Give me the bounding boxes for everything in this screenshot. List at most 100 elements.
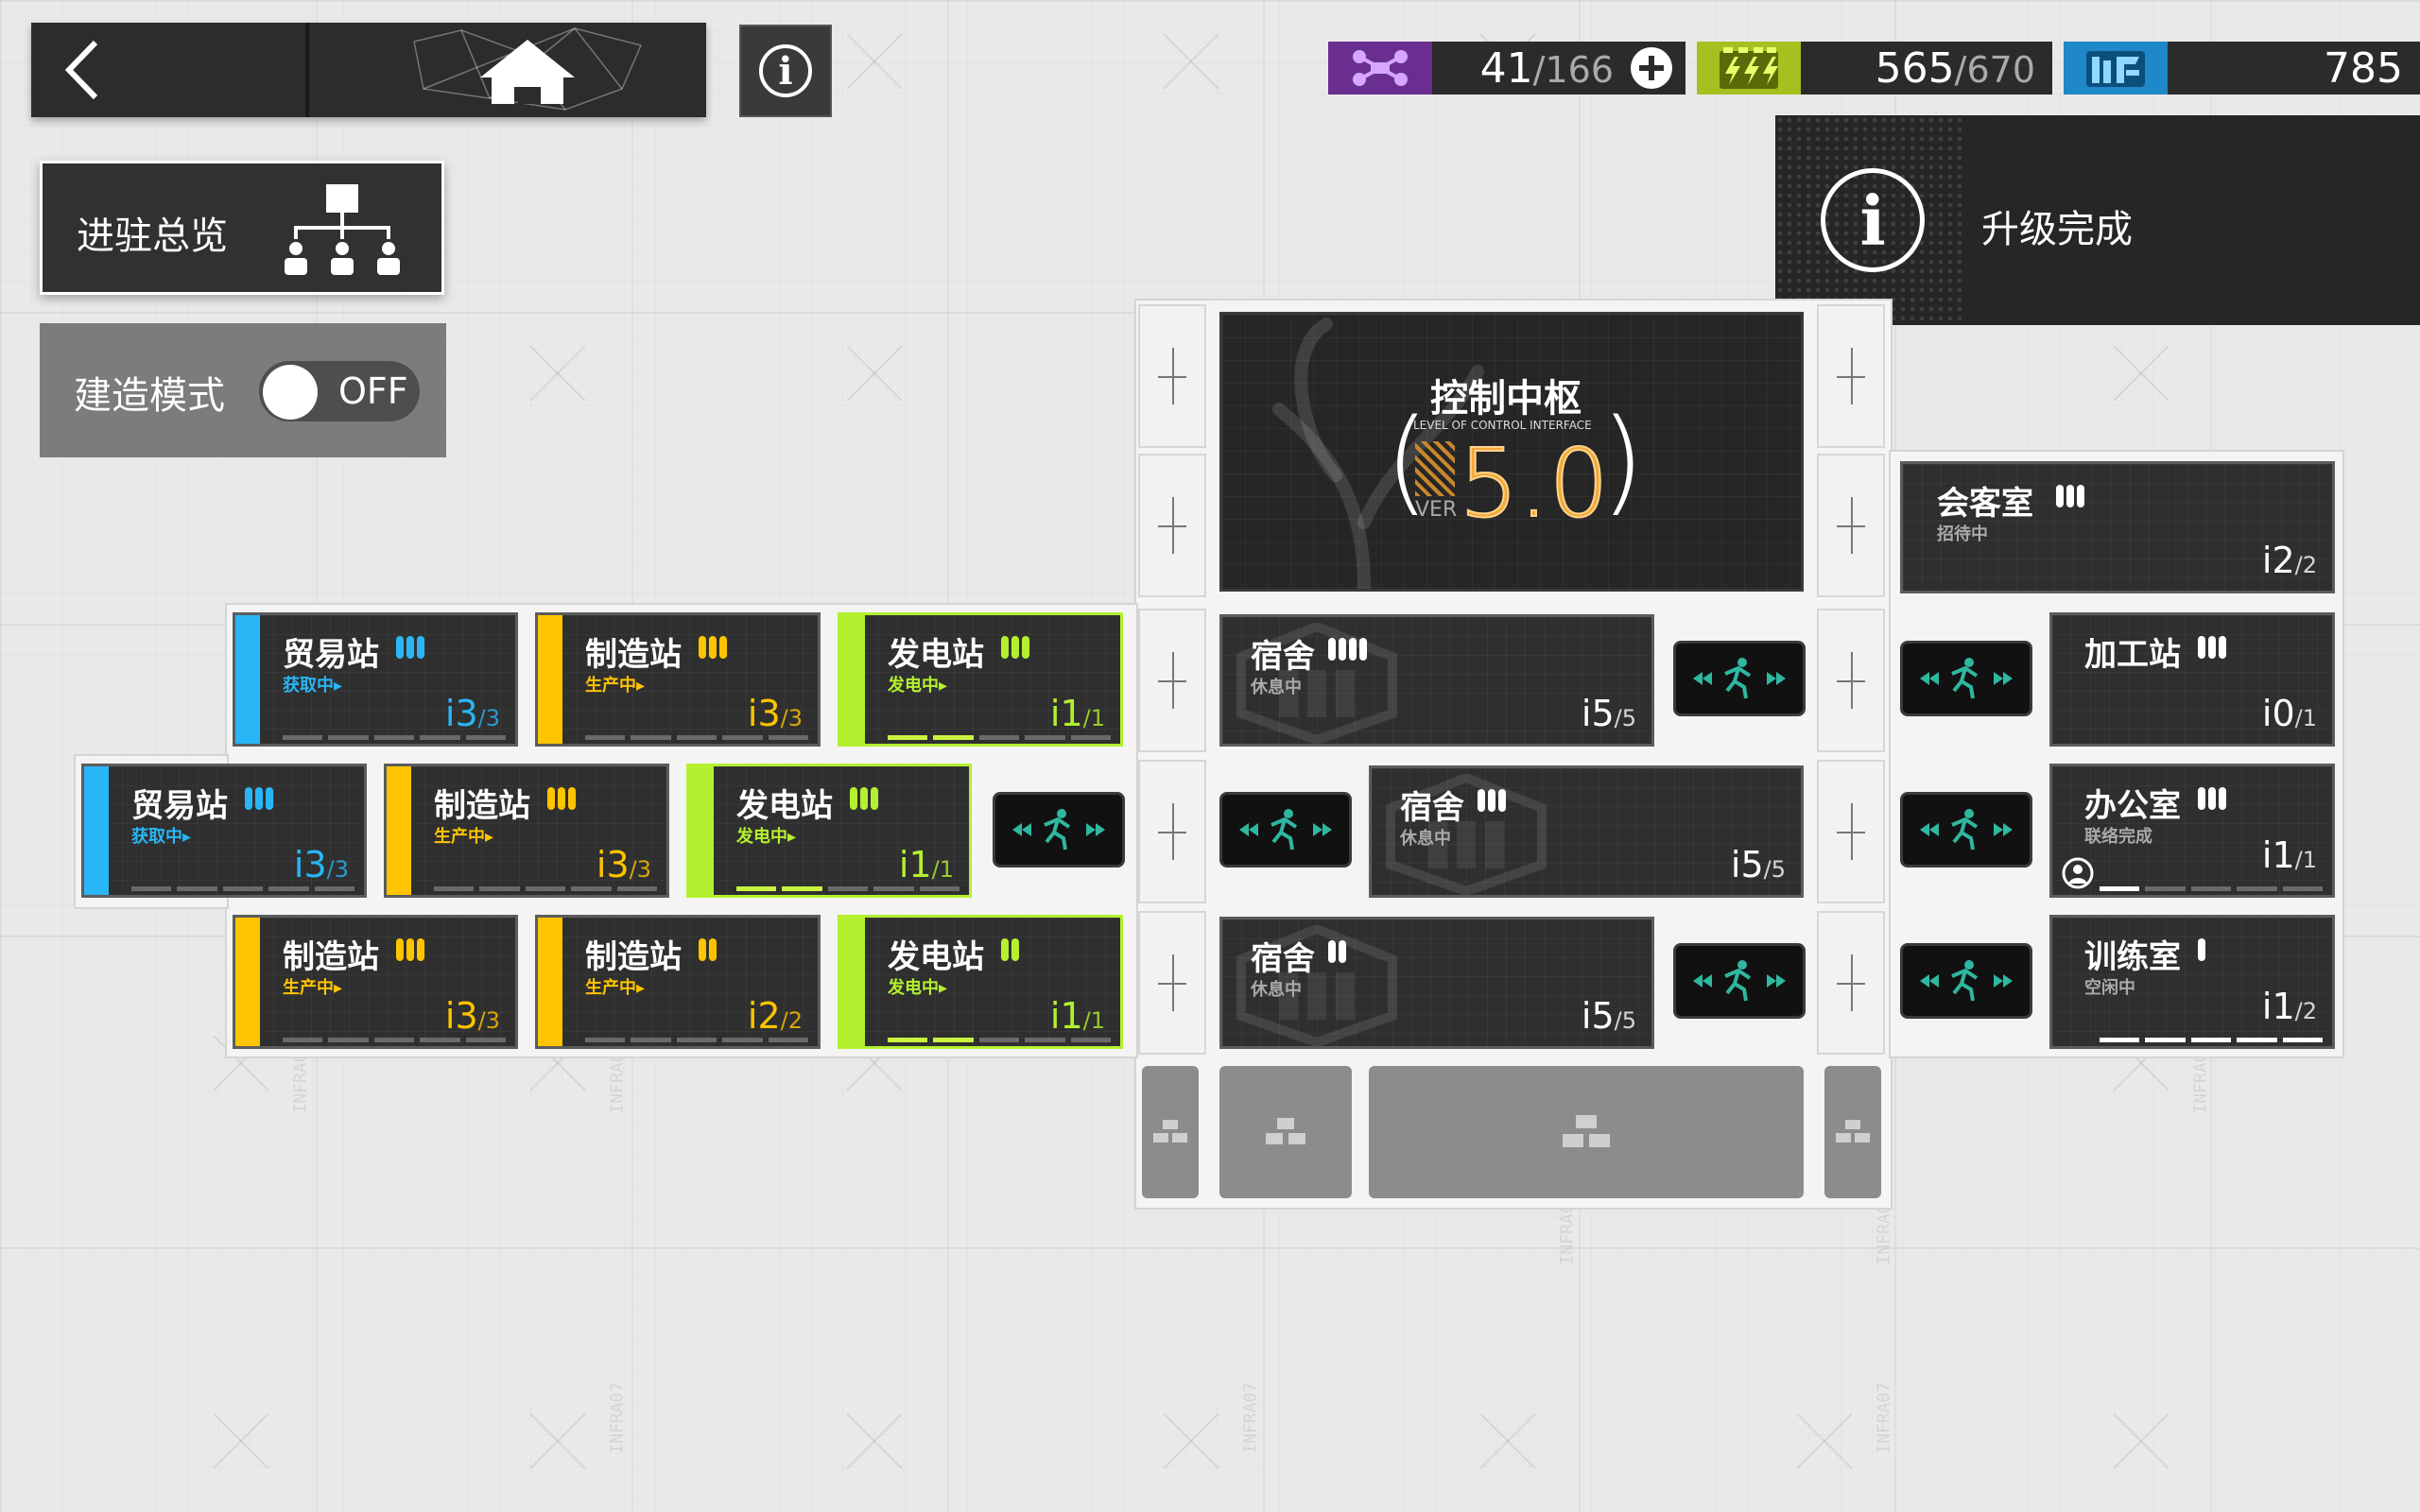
room-name: 制造站 bbox=[283, 938, 379, 976]
back-button[interactable] bbox=[31, 23, 305, 117]
corridor-slot[interactable] bbox=[1138, 760, 1206, 903]
bracket-right: ) bbox=[1600, 396, 1645, 527]
room-name: 贸易站 bbox=[283, 636, 379, 674]
running-person-icon bbox=[1693, 960, 1786, 1002]
drone-resource[interactable]: 41/166 bbox=[1328, 42, 1685, 94]
progress-bars bbox=[888, 735, 1112, 740]
stairwell[interactable] bbox=[1900, 641, 2032, 716]
corridor-slot[interactable] bbox=[1817, 609, 1885, 752]
trade-post-room[interactable]: 贸易站 获取中▸ i3/3 bbox=[81, 764, 367, 898]
room-color-stripe bbox=[538, 615, 562, 744]
empty-build-slot[interactable] bbox=[1824, 1066, 1881, 1198]
room-name: 宿舍 bbox=[1400, 789, 1464, 827]
stairwell[interactable] bbox=[1219, 792, 1352, 868]
power-plant-room[interactable]: 发电站 发电中▸ i1/1 bbox=[838, 612, 1123, 747]
empty-build-slot[interactable] bbox=[1369, 1066, 1804, 1198]
room-status: 联络完成 bbox=[2084, 827, 2152, 847]
build-bricks-icon bbox=[1153, 1120, 1187, 1143]
empty-build-slot[interactable] bbox=[1219, 1066, 1352, 1198]
stairwell[interactable] bbox=[1900, 943, 2032, 1019]
dormitory-room[interactable]: 宿舍 休息中 i5/5 bbox=[1219, 614, 1654, 747]
room-status: 发电中▸ bbox=[736, 827, 797, 847]
build-mode-toggle[interactable]: OFF bbox=[259, 361, 420, 421]
office-room[interactable]: 办公室 联络完成 i1/1 bbox=[2049, 764, 2335, 898]
training-room[interactable]: 训练室 空闲中 i1/2 bbox=[2049, 915, 2335, 1049]
stairwell[interactable] bbox=[1673, 943, 1806, 1019]
power-plant-room[interactable]: 发电站 发电中▸ i1/1 bbox=[686, 764, 972, 898]
plus-icon bbox=[1639, 56, 1664, 80]
worker-pips bbox=[1328, 940, 1346, 963]
drone-icon bbox=[1328, 42, 1432, 94]
worker-pips bbox=[396, 636, 424, 659]
station-overview-button[interactable]: 进驻总览 bbox=[40, 161, 444, 295]
room-capacity: i3/3 bbox=[444, 693, 500, 734]
control-center-room[interactable]: 控制中枢 LEVEL OF CONTROL INTERFACE ( ) VER … bbox=[1219, 312, 1804, 592]
dormitory-room[interactable]: 宿舍 休息中 i5/5 bbox=[1369, 765, 1804, 898]
reception-room[interactable]: 会客室 招待中 i2/2 bbox=[1900, 461, 2335, 593]
toggle-state: OFF bbox=[338, 370, 408, 412]
stairwell[interactable] bbox=[993, 792, 1125, 868]
room-status: 生产中▸ bbox=[585, 676, 646, 696]
stairwell[interactable] bbox=[1900, 792, 2032, 868]
home-button[interactable] bbox=[390, 23, 665, 117]
worker-pips bbox=[2198, 636, 2226, 659]
toggle-knob bbox=[263, 365, 318, 420]
room-capacity: i1/1 bbox=[898, 844, 954, 885]
corridor-slot[interactable] bbox=[1138, 304, 1206, 448]
room-capacity: i1/2 bbox=[2261, 986, 2317, 1027]
running-person-icon bbox=[1920, 658, 2013, 699]
worker-pips bbox=[245, 787, 273, 810]
material-resource[interactable]: 785 bbox=[2064, 42, 2420, 94]
power-resource[interactable]: 565/670 bbox=[1697, 42, 2052, 94]
add-drone-button[interactable] bbox=[1631, 47, 1672, 89]
room-capacity: i3/3 bbox=[293, 844, 349, 885]
worker-pips bbox=[2198, 787, 2226, 810]
room-capacity: i2/2 bbox=[2261, 540, 2317, 581]
room-status: 休息中 bbox=[1251, 980, 1302, 1000]
room-capacity: i1/1 bbox=[2261, 834, 2317, 876]
empty-build-slot[interactable] bbox=[1142, 1066, 1199, 1198]
worker-pips bbox=[850, 787, 878, 810]
room-capacity: i1/1 bbox=[1049, 995, 1105, 1037]
dorm-emblem bbox=[1236, 925, 1397, 1046]
build-bricks-icon bbox=[1266, 1118, 1305, 1144]
progress-bars bbox=[585, 1038, 809, 1042]
running-person-icon bbox=[1012, 809, 1105, 850]
power-plant-room[interactable]: 发电站 发电中▸ i1/1 bbox=[838, 915, 1123, 1049]
running-person-icon bbox=[1920, 809, 2013, 850]
corridor-slot[interactable] bbox=[1138, 454, 1206, 597]
corridor-slot[interactable] bbox=[1817, 304, 1885, 448]
running-person-icon bbox=[1239, 809, 1332, 850]
corridor-slot[interactable] bbox=[1817, 760, 1885, 903]
progress-bars bbox=[2100, 1038, 2324, 1042]
room-status: 获取中▸ bbox=[283, 676, 343, 696]
room-capacity: i3/3 bbox=[444, 995, 500, 1037]
room-capacity: i3/3 bbox=[747, 693, 803, 734]
factory-room[interactable]: 制造站 生产中▸ i3/3 bbox=[233, 915, 518, 1049]
top-nav-bar bbox=[31, 23, 706, 117]
workshop-room[interactable]: 加工站 i0/1 bbox=[2049, 612, 2335, 747]
room-name: 办公室 bbox=[2084, 787, 2181, 825]
room-status: 发电中▸ bbox=[888, 676, 948, 696]
corridor-slot[interactable] bbox=[1817, 454, 1885, 597]
room-name: 训练室 bbox=[2084, 938, 2181, 976]
home-icon bbox=[413, 27, 643, 111]
corridor-slot[interactable] bbox=[1817, 911, 1885, 1055]
factory-room[interactable]: 制造站 生产中▸ i2/2 bbox=[535, 915, 821, 1049]
hatch-pattern bbox=[1415, 441, 1455, 496]
stairwell[interactable] bbox=[1673, 641, 1806, 716]
drone-count: 41 bbox=[1479, 43, 1533, 93]
worker-pips bbox=[1328, 638, 1367, 661]
dormitory-room[interactable]: 宿舍 休息中 i5/5 bbox=[1219, 917, 1654, 1049]
room-color-stripe bbox=[387, 766, 411, 895]
room-status: 获取中▸ bbox=[131, 827, 192, 847]
factory-room[interactable]: 制造站 生产中▸ i3/3 bbox=[384, 764, 669, 898]
room-name: 发电站 bbox=[736, 787, 833, 825]
trade-post-room[interactable]: 贸易站 获取中▸ i3/3 bbox=[233, 612, 518, 747]
info-button[interactable]: i bbox=[739, 25, 832, 117]
corridor-slot[interactable] bbox=[1138, 911, 1206, 1055]
factory-room[interactable]: 制造站 生产中▸ i3/3 bbox=[535, 612, 821, 747]
corridor-slot[interactable] bbox=[1138, 609, 1206, 752]
progress-bars bbox=[434, 886, 658, 891]
room-color-stripe bbox=[235, 918, 260, 1046]
